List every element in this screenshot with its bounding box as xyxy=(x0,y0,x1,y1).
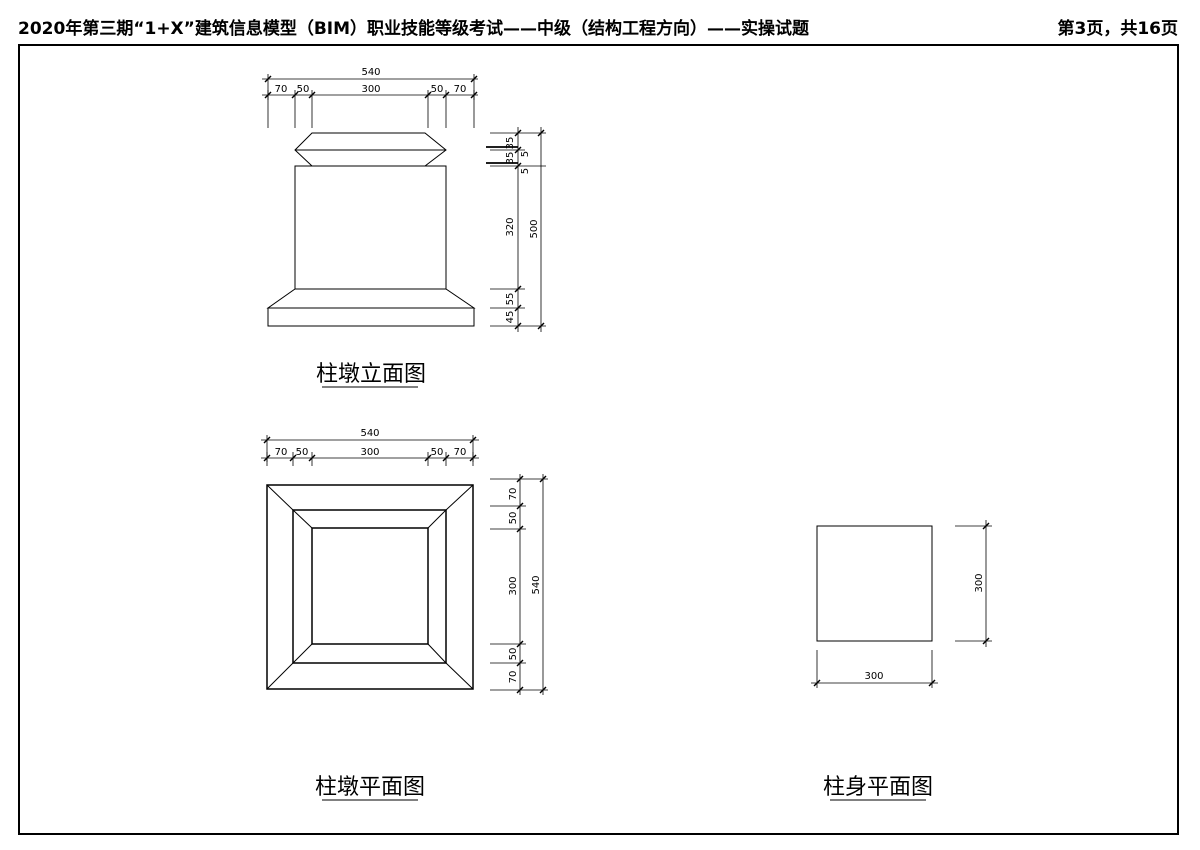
plan-top-dimensions xyxy=(261,435,479,466)
plan-right-dim-540: 540 xyxy=(531,575,542,594)
column-width-dim: 300 xyxy=(864,671,883,682)
plan-dim-total: 540 xyxy=(360,428,379,439)
elev-dim-50-left: 50 xyxy=(297,84,310,95)
page-indicator: 第3页，共16页 xyxy=(1057,19,1179,39)
plan-right-dim-70-top: 70 xyxy=(508,488,519,501)
elevation-top-dimensions xyxy=(262,74,478,128)
plan-right-dim-300: 300 xyxy=(508,576,519,595)
column-plan-caption: 柱身平面图 xyxy=(823,775,933,800)
plan-right-dim-50-bottom: 50 xyxy=(508,648,519,661)
elevation-caption: 柱墩立面图 xyxy=(316,362,426,387)
elev-dim-70-left: 70 xyxy=(275,84,288,95)
plan-dim-70-right: 70 xyxy=(454,447,467,458)
elev-dim-320: 320 xyxy=(505,217,516,236)
column-section-square xyxy=(816,525,933,642)
plan-dim-70-left: 70 xyxy=(275,447,288,458)
elev-dim-50-right: 50 xyxy=(431,84,444,95)
column-plan-dimensions xyxy=(811,520,992,688)
elev-dim-35-bottom: 35 xyxy=(505,152,516,165)
plan-inner-square xyxy=(311,527,429,645)
plan-right-dimensions xyxy=(490,474,548,695)
plan-middle-square xyxy=(292,509,447,664)
elev-dim-5-bottom: 5 xyxy=(520,168,531,174)
elev-dim-500: 500 xyxy=(529,219,540,238)
plan-right-dim-50-top: 50 xyxy=(508,512,519,525)
elev-dim-total: 540 xyxy=(361,67,380,78)
drawing-frame xyxy=(18,44,1179,835)
elev-dim-45: 45 xyxy=(505,311,516,324)
plan-dim-50-left: 50 xyxy=(296,447,309,458)
elev-dim-300: 300 xyxy=(361,84,380,95)
plan-outer-square xyxy=(266,484,474,690)
column-height-dim: 300 xyxy=(974,573,985,592)
plan-dim-300: 300 xyxy=(360,447,379,458)
pier-elevation xyxy=(266,132,476,327)
elev-dim-70-right: 70 xyxy=(454,84,467,95)
elev-dim-5-top: 5 xyxy=(520,151,531,157)
plan-dim-50-right: 50 xyxy=(431,447,444,458)
plan-right-dim-70-bottom: 70 xyxy=(508,671,519,684)
plan-caption: 柱墩平面图 xyxy=(315,775,425,800)
elev-dim-55: 55 xyxy=(505,293,516,306)
pier-shaft xyxy=(294,165,447,290)
document-title: 2020年第三期“1+X”建筑信息模型（BIM）职业技能等级考试——中级（结构工… xyxy=(18,19,810,39)
pier-plan xyxy=(266,484,474,690)
pier-base-slope xyxy=(266,288,476,309)
pier-base-plinth xyxy=(267,307,475,327)
elev-dim-35-top: 35 xyxy=(505,137,516,150)
elevation-right-dimensions xyxy=(486,127,546,332)
